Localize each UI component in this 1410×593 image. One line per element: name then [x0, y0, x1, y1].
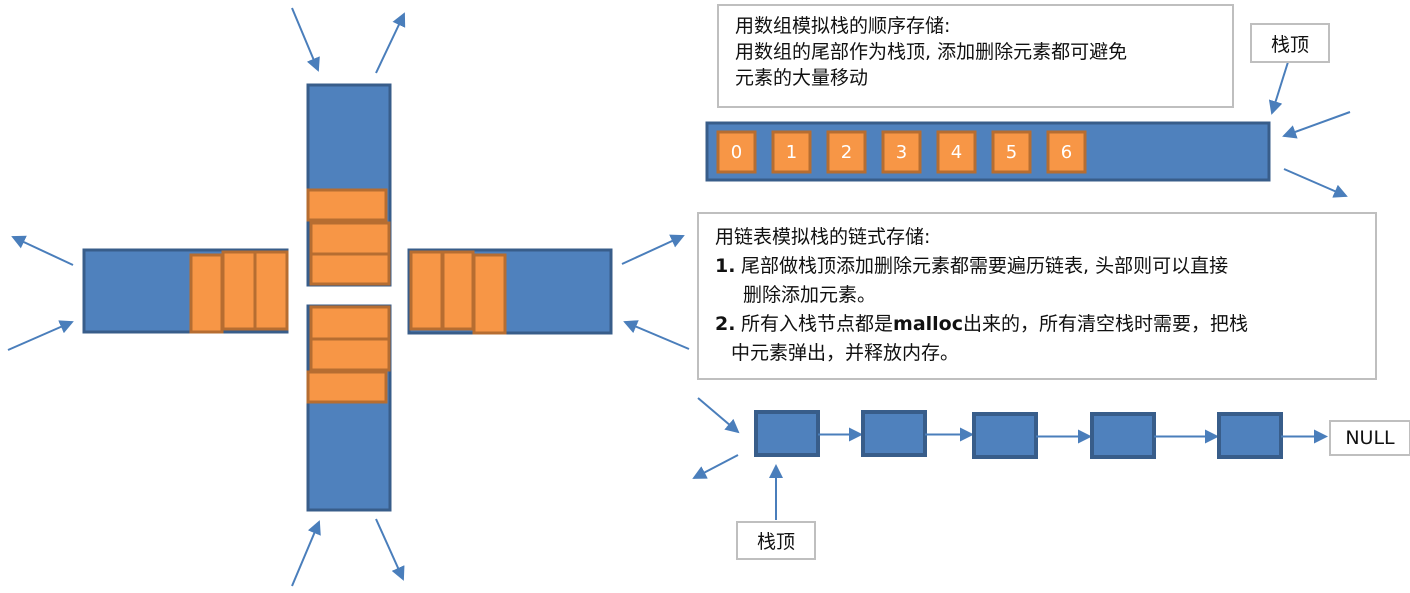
push-arrow-right [623, 320, 690, 350]
push-arrow-top [291, 7, 320, 72]
stack-element [306, 370, 388, 404]
array-cell [936, 130, 977, 174]
linked-stack-item-2: 2. 所有入栈节点都是malloc出来的，所有清空栈时需要，把栈 中元素弹出，并… [715, 311, 1375, 366]
push-arrow-array [1282, 111, 1351, 139]
array-stack-line2: 元素的大量移动 [735, 67, 869, 89]
linked-stack-top-label-text: 栈顶 [756, 531, 795, 553]
array-cell-label: 2 [840, 141, 853, 163]
pop-arrow-linked [692, 454, 739, 479]
pop-arrow-bottom [375, 518, 405, 581]
stack-element [472, 253, 507, 335]
array-cell-label: 1 [785, 141, 798, 163]
array-stack [705, 121, 1271, 182]
push-arrow-left [7, 320, 74, 351]
array-cell [716, 130, 757, 174]
push-arrow-bottom [291, 520, 321, 587]
linked-node [754, 410, 820, 457]
stack-element [409, 250, 444, 331]
item-line: 中元素弹出，并释放内存。 [731, 342, 960, 364]
array-cell [881, 130, 922, 174]
stack-element [309, 337, 391, 372]
linked-node [861, 410, 927, 457]
linked-node [1217, 412, 1283, 459]
pop-arrow-array [1283, 168, 1348, 198]
array-cell-label: 0 [730, 141, 743, 163]
item-text: 所有入栈节点都是 [741, 313, 894, 335]
array-cell-label: 6 [1060, 141, 1073, 163]
array-cell-label: 3 [895, 141, 908, 163]
stack-element [253, 250, 289, 331]
stack-element [306, 188, 388, 222]
stack-element [309, 305, 391, 341]
item-text: 出来的，所有清空栈时需要，把栈 [962, 313, 1248, 335]
array-stack-line1: 用数组的尾部作为栈顶, 添加删除元素都可避免 [735, 41, 1128, 63]
array-stack-top-label-text: 栈顶 [1270, 33, 1309, 56]
linked-node [972, 412, 1038, 459]
array-cell-label: 5 [1005, 141, 1018, 163]
item-line: 尾部做栈顶添加删除元素都需要遍历链表, 头部则可以直接 [741, 255, 1229, 277]
item-line: 删除添加元素。 [743, 284, 877, 306]
linked-stack-title: 用链表模拟栈的链式存储: [715, 226, 931, 248]
stack-left [82, 248, 289, 334]
pop-arrow-right [621, 234, 685, 265]
array-cell [826, 130, 867, 174]
array-cell [991, 130, 1032, 174]
stack-top [306, 83, 392, 287]
array-stack-top-label: 栈顶 [1250, 23, 1330, 63]
item-number: 1. [715, 255, 736, 277]
linked-stack-description: 用链表模拟栈的链式存储: 1. 尾部做栈顶添加删除元素都需要遍历链表, 头部则可… [697, 212, 1377, 380]
pop-arrow-top [375, 12, 406, 74]
stack-right [407, 248, 613, 335]
array-stack-description: 用数组模拟栈的顺序存储: 用数组的尾部作为栈顶, 添加删除元素都可避免 元素的大… [717, 4, 1234, 108]
linked-stack-top-label: 栈顶 [736, 521, 816, 560]
array-cell [1046, 130, 1087, 174]
linked-list [754, 410, 1328, 459]
stack-bottom [306, 304, 392, 512]
item-line: 所有入栈节点都是malloc出来的，所有清空栈时需要，把栈 [735, 311, 1375, 337]
top-pointer-arrow-array [1268, 61, 1289, 115]
stack-element [221, 250, 257, 331]
item-number: 2. [715, 313, 736, 335]
stack-element [309, 252, 391, 286]
stack-element [309, 221, 391, 256]
stack-element [441, 250, 475, 331]
stack-element [189, 253, 224, 334]
linked-stack-item-1: 1. 尾部做栈顶添加删除元素都需要遍历链表, 头部则可以直接 删除添加元素。 [715, 253, 1375, 308]
array-cell-label: 4 [950, 141, 963, 163]
null-label: NULL [1329, 420, 1410, 456]
null-label-text: NULL [1345, 427, 1395, 449]
linked-node [1090, 412, 1156, 459]
item-code: malloc [893, 313, 963, 335]
pop-arrow-left [11, 235, 74, 266]
array-cell [771, 130, 812, 174]
array-stack-title: 用数组模拟栈的顺序存储: [735, 15, 951, 37]
push-arrow-linked [697, 397, 740, 434]
